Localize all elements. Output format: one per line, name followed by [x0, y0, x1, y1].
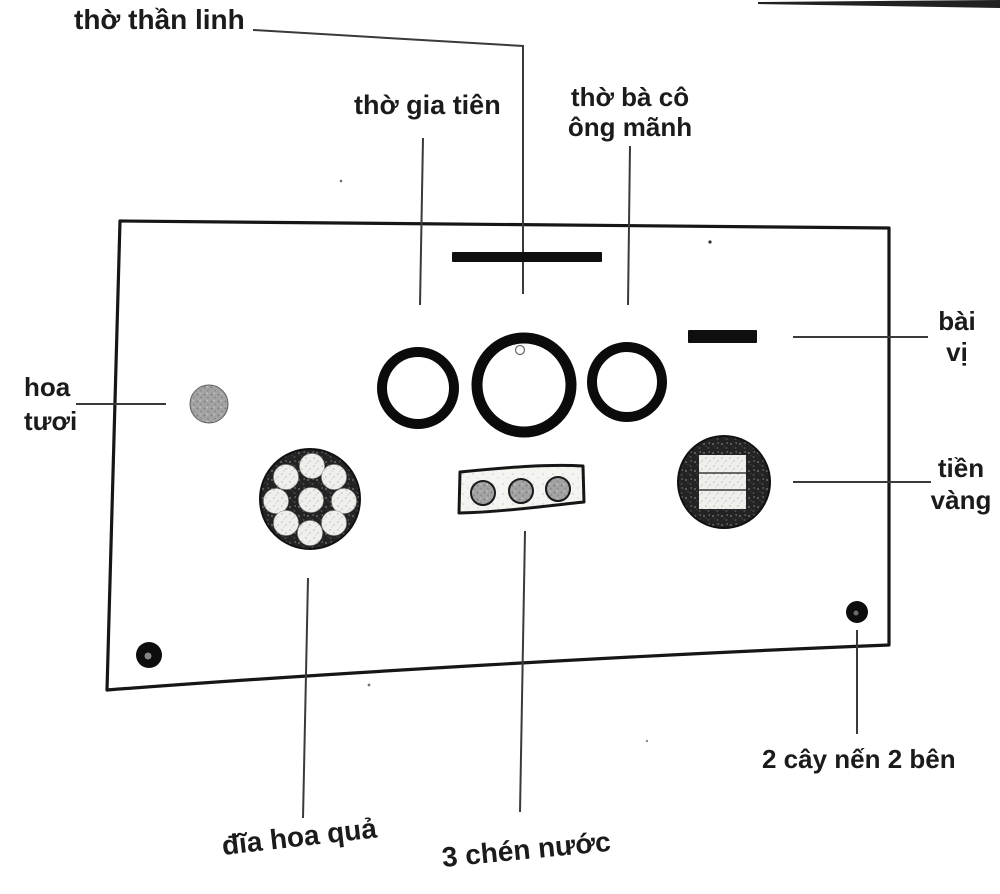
scan-edge-artifact	[758, 0, 1000, 8]
scan-specks	[339, 179, 712, 743]
incense-bowl-right	[587, 342, 667, 422]
black-bar-top	[452, 252, 602, 262]
label-tho-ba-co-ong-manh: thờ bà cô ông mãnh	[567, 82, 693, 142]
label-bai-vi: bài vị	[938, 306, 976, 367]
fruit	[321, 464, 347, 490]
fruit	[273, 464, 299, 490]
incense-bowl-left	[377, 347, 459, 429]
water-cup-tray	[457, 463, 586, 515]
leader-gia-tien	[419, 137, 424, 306]
fruit-plate	[259, 448, 361, 550]
votive-money	[677, 435, 771, 529]
fruit	[273, 510, 299, 536]
label-tien-vang: tiền vàng	[930, 453, 992, 515]
fruit	[263, 488, 289, 514]
label-tho-gia-tien: thờ gia tiên	[354, 90, 501, 120]
ink-squiggle	[514, 344, 526, 356]
leader-ba-co	[627, 145, 631, 306]
label-tho-than-linh: thờ thần linh	[74, 4, 245, 35]
fruit	[297, 520, 323, 546]
label-hoa-tuoi: hoa tươi	[24, 372, 78, 436]
water-cup	[508, 478, 534, 504]
water-cup	[545, 476, 571, 502]
leader-than-linh	[252, 29, 524, 294]
fruit	[321, 510, 347, 536]
label-2-cay-nen-2-ben: 2 cây nến 2 bên	[762, 744, 956, 774]
leader-chen-nuoc	[519, 530, 526, 813]
leader-dia-hoa-qua	[302, 577, 309, 819]
candle-right	[846, 601, 868, 623]
water-cup	[470, 480, 496, 506]
altar-table-outline	[105, 219, 891, 692]
incense-bowl-center	[471, 332, 577, 438]
candle-left	[136, 642, 162, 668]
fruit	[298, 487, 324, 513]
flower-vase	[189, 384, 229, 424]
fruit	[331, 488, 357, 514]
bai-vi-bar	[688, 330, 757, 343]
fruit	[299, 453, 325, 479]
